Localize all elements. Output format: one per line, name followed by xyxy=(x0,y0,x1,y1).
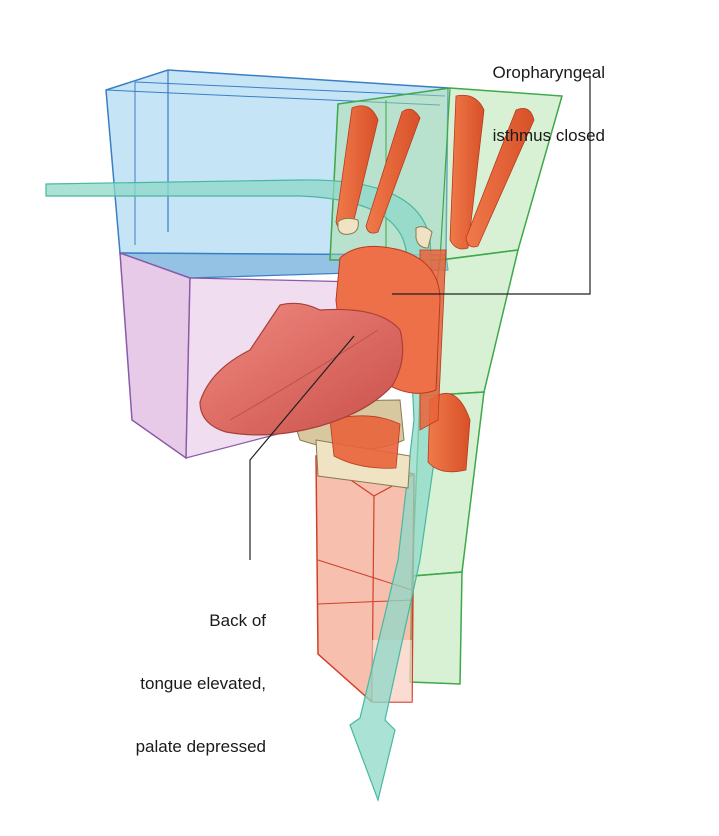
hyoid-region xyxy=(289,399,411,489)
tongue xyxy=(199,302,404,436)
label-isthmus-line2: isthmus closed xyxy=(492,126,605,145)
leader-line-isthmus xyxy=(392,76,591,295)
label-tongue-line1: Back of xyxy=(209,611,266,630)
label-tongue: Back of tongue elevated, palate depresse… xyxy=(90,568,266,778)
hamulus-bones xyxy=(337,217,433,249)
label-isthmus: Oropharyngeal isthmus closed xyxy=(470,20,605,167)
label-tongue-line3: palate depressed xyxy=(135,737,266,756)
label-isthmus-line1: Oropharyngeal xyxy=(492,63,605,82)
leader-line-tongue xyxy=(249,335,355,560)
label-tongue-line2: tongue elevated, xyxy=(140,674,266,693)
